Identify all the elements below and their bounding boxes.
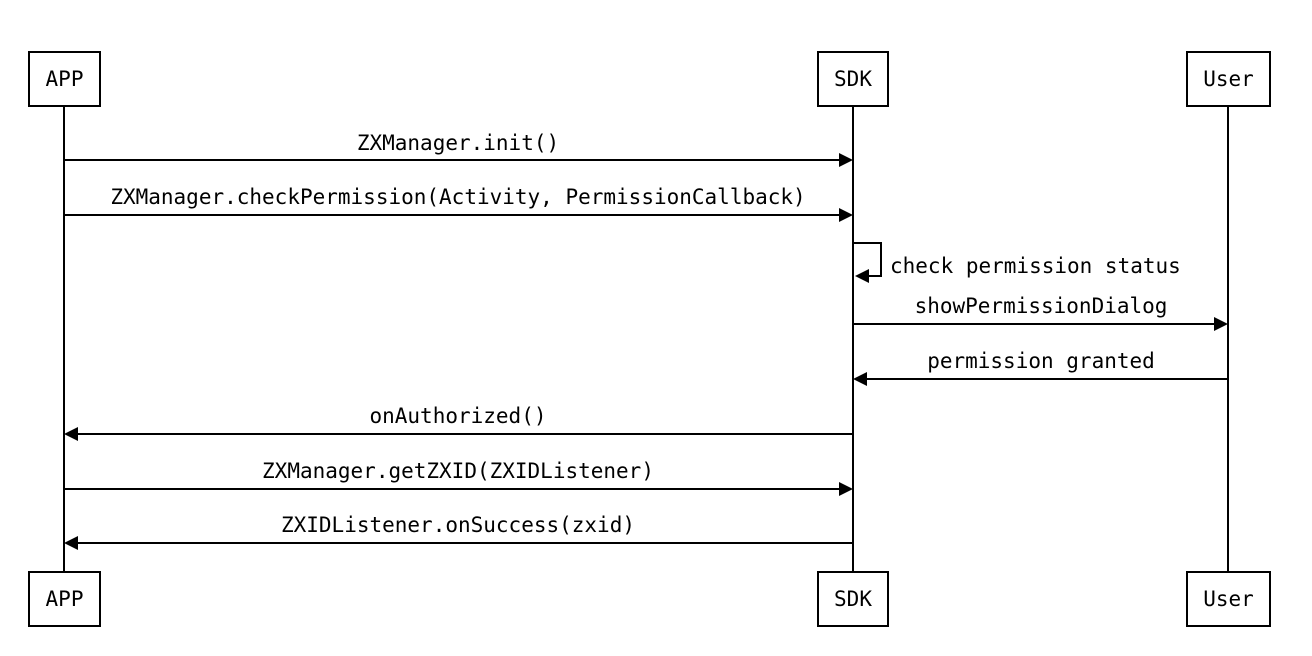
- arrowhead-right: [839, 208, 853, 222]
- message-permission-granted: permission granted: [853, 349, 1228, 386]
- message-init-label: ZXManager.init(): [357, 131, 559, 155]
- participant-sdk-top-label: SDK: [834, 67, 872, 91]
- arrowhead-left: [855, 269, 869, 283]
- arrowhead-right: [1214, 317, 1228, 331]
- participant-user-bottom-label: User: [1203, 587, 1254, 611]
- arrowhead-left: [853, 372, 867, 386]
- message-check-permission-label: ZXManager.checkPermission(Activity, Perm…: [110, 185, 805, 209]
- participant-app-top-label: APP: [46, 67, 84, 91]
- message-check-permission: ZXManager.checkPermission(Activity, Perm…: [64, 185, 853, 222]
- participant-app-top: APP: [28, 51, 101, 107]
- participant-user-bottom: User: [1186, 571, 1271, 627]
- message-get-zxid-label: ZXManager.getZXID(ZXIDListener): [262, 459, 654, 483]
- message-on-success-label: ZXIDListener.onSuccess(zxid): [281, 513, 635, 537]
- participant-app-bottom: APP: [28, 571, 101, 627]
- message-get-zxid: ZXManager.getZXID(ZXIDListener): [64, 459, 853, 496]
- message-on-success: ZXIDListener.onSuccess(zxid): [64, 513, 853, 550]
- message-self-check: check permission status: [853, 242, 1181, 283]
- arrowhead-left: [64, 536, 78, 550]
- message-init: ZXManager.init(): [64, 131, 853, 167]
- message-permission-granted-label: permission granted: [927, 349, 1155, 373]
- participant-app-bottom-label: APP: [46, 587, 84, 611]
- message-on-authorized: onAuthorized(): [64, 404, 853, 441]
- arrowhead-left: [64, 427, 78, 441]
- participant-user-top-label: User: [1203, 67, 1254, 91]
- participant-sdk-top: SDK: [817, 51, 889, 107]
- arrowhead-right: [839, 153, 853, 167]
- message-on-authorized-label: onAuthorized(): [369, 404, 546, 428]
- message-show-dialog: showPermissionDialog: [853, 294, 1228, 331]
- message-self-check-label: check permission status: [890, 254, 1181, 278]
- participant-sdk-bottom: SDK: [817, 571, 889, 627]
- arrowhead-right: [839, 482, 853, 496]
- participant-user-top: User: [1186, 51, 1271, 107]
- message-show-dialog-label: showPermissionDialog: [915, 294, 1168, 318]
- participant-sdk-bottom-label: SDK: [834, 587, 872, 611]
